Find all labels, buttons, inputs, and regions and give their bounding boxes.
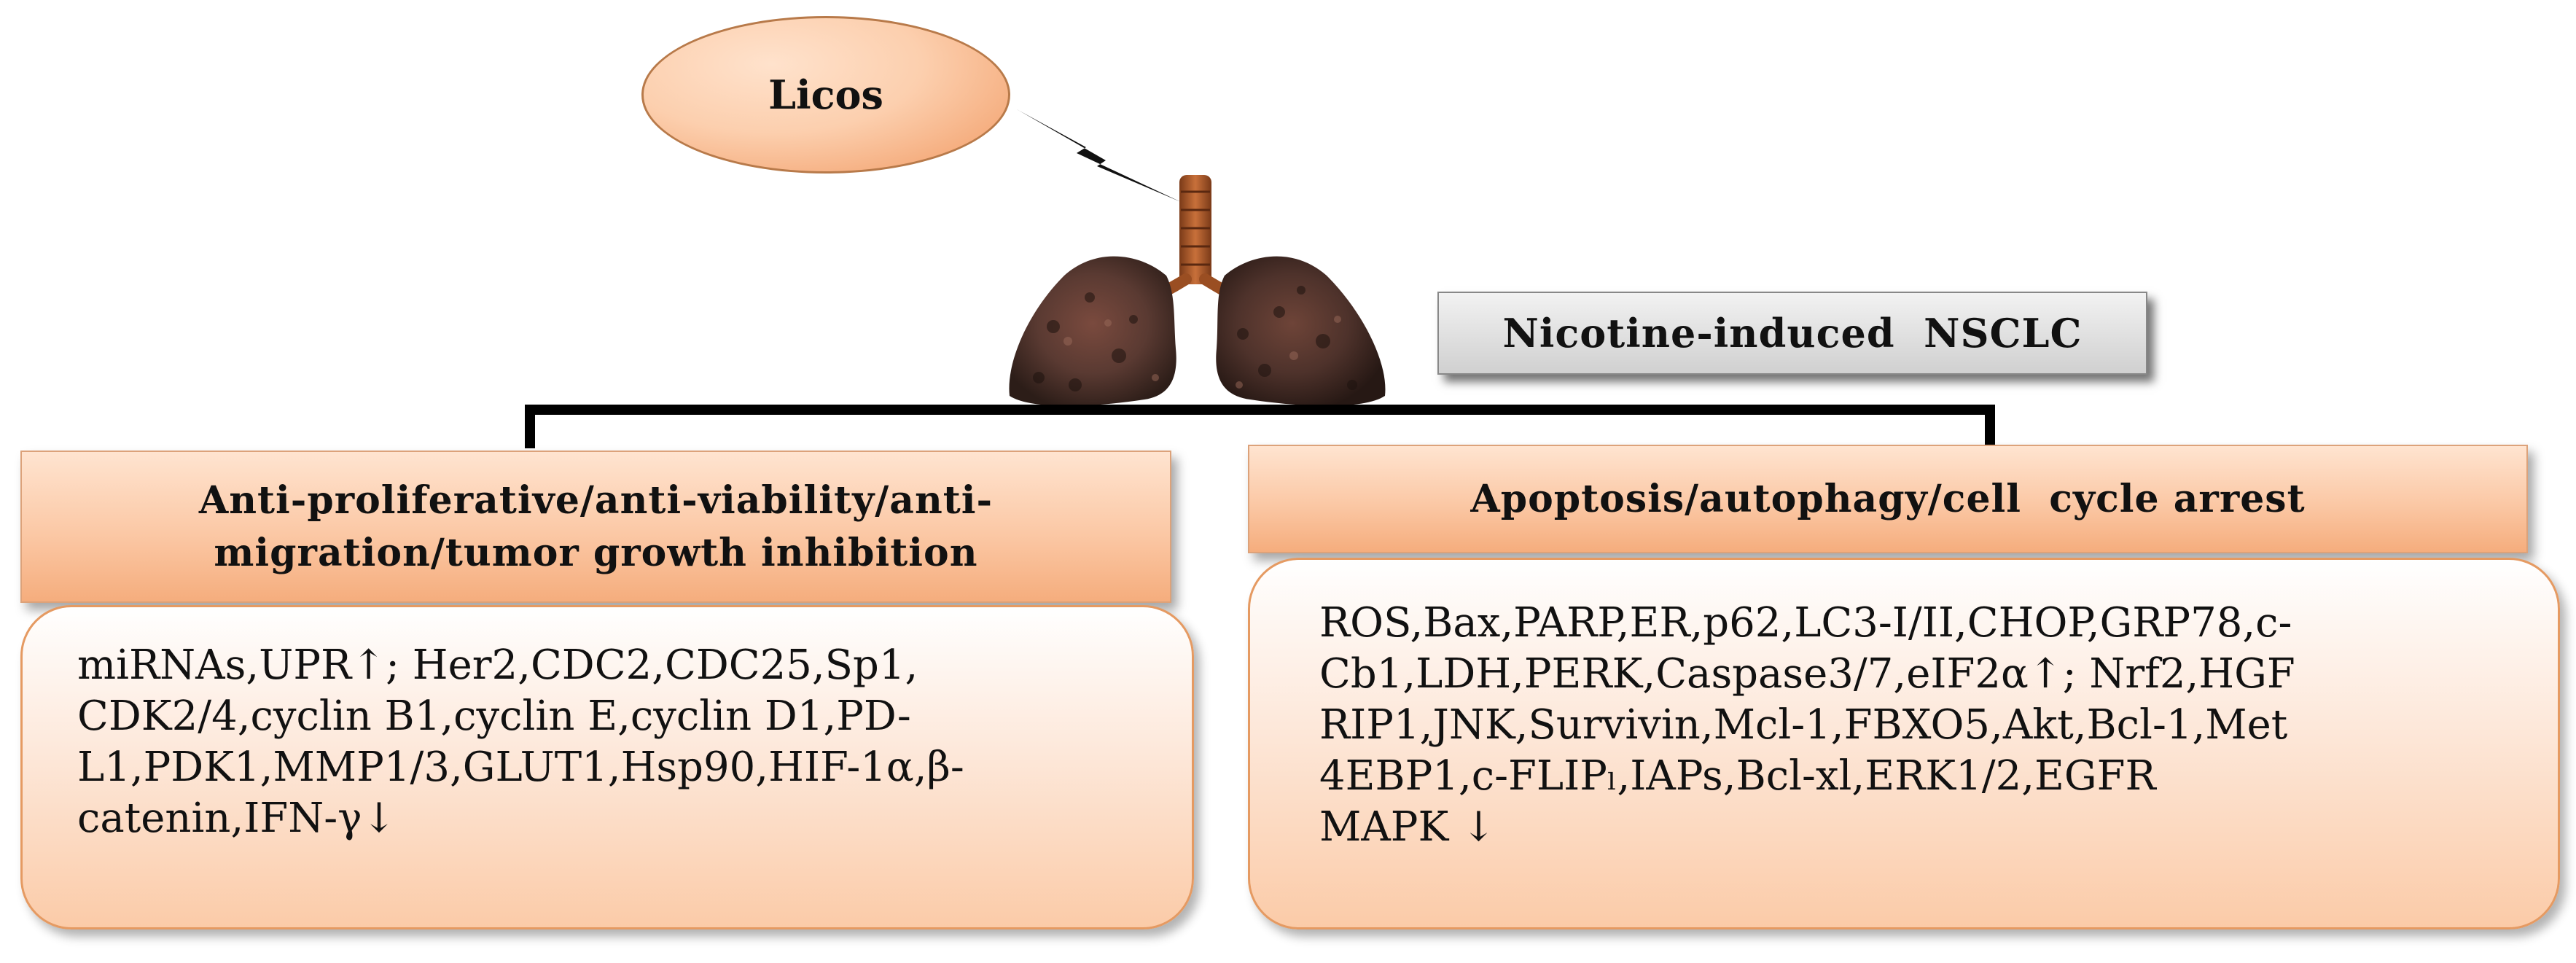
right-branch-heading: Apoptosis/autophagy/cell cycle arrest bbox=[1248, 445, 2528, 553]
left-details-text: miRNAs,UPR↑; Her2,CDC2,CDC25,Sp1, CDK2/4… bbox=[77, 642, 964, 842]
left-branch-details: miRNAs,UPR↑; Her2,CDC2,CDC25,Sp1, CDK2/4… bbox=[20, 605, 1194, 929]
lungs-icon bbox=[1009, 175, 1386, 406]
right-branch-details: ROS,Bax,PARP,ER,p62,LC3-I/II,CHOP,GRP78,… bbox=[1248, 558, 2560, 929]
left-heading-text: Anti-proliferative/anti-viability/anti- … bbox=[198, 477, 994, 575]
licos-node: Licos bbox=[641, 16, 1010, 174]
branch-connector bbox=[525, 405, 1995, 448]
nsclc-label: Nicotine-induced NSCLC bbox=[1502, 310, 2083, 356]
left-branch-heading: Anti-proliferative/anti-viability/anti- … bbox=[20, 451, 1171, 603]
right-heading-text: Apoptosis/autophagy/cell cycle arrest bbox=[1470, 477, 2306, 521]
lightning-bolt-icon bbox=[1017, 109, 1181, 202]
licos-label: Licos bbox=[768, 71, 883, 118]
right-details-text: ROS,Bax,PARP,ER,p62,LC3-I/II,CHOP,GRP78,… bbox=[1319, 599, 2295, 851]
nsclc-box: Nicotine-induced NSCLC bbox=[1437, 292, 2147, 375]
